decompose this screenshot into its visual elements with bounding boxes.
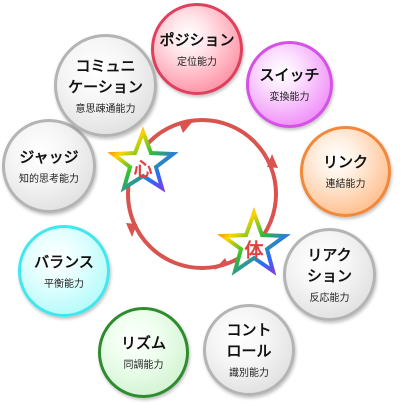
node-position: ポジション 定位能力 bbox=[151, 3, 243, 95]
body-star bbox=[217, 207, 291, 276]
node-title: ポジション bbox=[159, 30, 235, 49]
node-title: スイッチ bbox=[259, 66, 320, 84]
cycle-arrow-top bbox=[180, 120, 194, 133]
node-subtitle: 知的思考能力 bbox=[19, 173, 79, 185]
node-subtitle: 同調能力 bbox=[123, 360, 164, 371]
node-balance: バランス 平衡能力 bbox=[18, 225, 110, 317]
node-title: バランス bbox=[34, 252, 94, 271]
node-communication: コミュニ ケーション 意思疎通能力 bbox=[54, 34, 157, 137]
cycle-arrow-bottom bbox=[214, 258, 228, 270]
node-title-line-1: コント bbox=[226, 321, 272, 339]
node-control: コント ロール 識別能力 bbox=[203, 304, 295, 396]
node-rhythm: リズム 同調能力 bbox=[98, 307, 189, 398]
node-title-line-2: ケーション bbox=[68, 77, 143, 96]
node-subtitle: 意思疎通能力 bbox=[75, 103, 136, 115]
node-link: リンク 連結能力 bbox=[300, 126, 391, 217]
node-title-line-2: ロール bbox=[226, 342, 272, 360]
node-switch: スイッチ 変換能力 bbox=[246, 41, 333, 128]
node-reaction: リアク ション 反応能力 bbox=[283, 228, 376, 321]
node-judge: ジャッジ 知的思考能力 bbox=[2, 119, 96, 213]
node-title: リズム bbox=[120, 334, 166, 352]
node-title-line-2: ション bbox=[306, 266, 352, 285]
node-title: リンク bbox=[322, 153, 368, 171]
node-subtitle: 識別能力 bbox=[229, 368, 269, 379]
cycle-arrow-right bbox=[267, 154, 278, 168]
body-label: 体 bbox=[244, 239, 264, 262]
node-title-line-1: コミュニ bbox=[75, 56, 136, 75]
mind-star bbox=[107, 126, 179, 193]
cycle-arrow-left bbox=[126, 223, 137, 237]
node-title: ジャッジ bbox=[19, 147, 79, 166]
node-subtitle: 連結能力 bbox=[325, 179, 366, 190]
cycle-ring bbox=[126, 118, 278, 270]
node-subtitle: 反応能力 bbox=[309, 292, 350, 304]
mind-label: 心 bbox=[133, 159, 152, 181]
node-subtitle: 定位能力 bbox=[177, 56, 217, 68]
node-subtitle: 平衡能力 bbox=[44, 278, 84, 290]
node-subtitle: 変換能力 bbox=[269, 92, 310, 103]
node-title-line-1: リアク bbox=[307, 245, 352, 264]
